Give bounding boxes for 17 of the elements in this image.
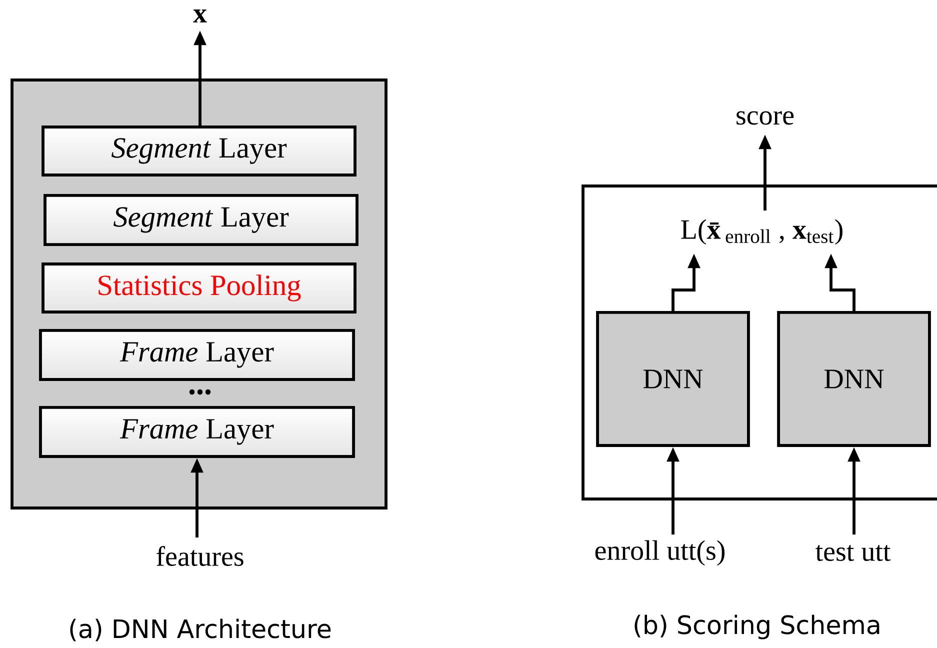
label-text: enroll utt(s) [595,540,724,566]
layer-box: Segment Layer [44,194,358,246]
layer-box: Frame Layer [39,406,356,458]
layer-box: Segment Layer [42,126,356,176]
label-text: features [156,546,244,566]
caption: (a) DNN Architecture [70,618,331,642]
caption: (b) Scoring Schema [634,614,880,640]
ellipsis: ... [189,389,211,395]
layer-box: Frame Layer [39,329,356,381]
layer-box: Statistics Pooling [42,262,356,314]
label-text: L(x̄$_{enroll}$ , x$_{test}$) [681,219,842,245]
scoring-frame [582,184,937,500]
dnn-box: DNN [777,311,931,447]
label-text: x [193,10,207,22]
dnn-box: DNN [596,311,750,447]
label-text: test utt [816,544,891,561]
label-text: score [736,111,794,125]
